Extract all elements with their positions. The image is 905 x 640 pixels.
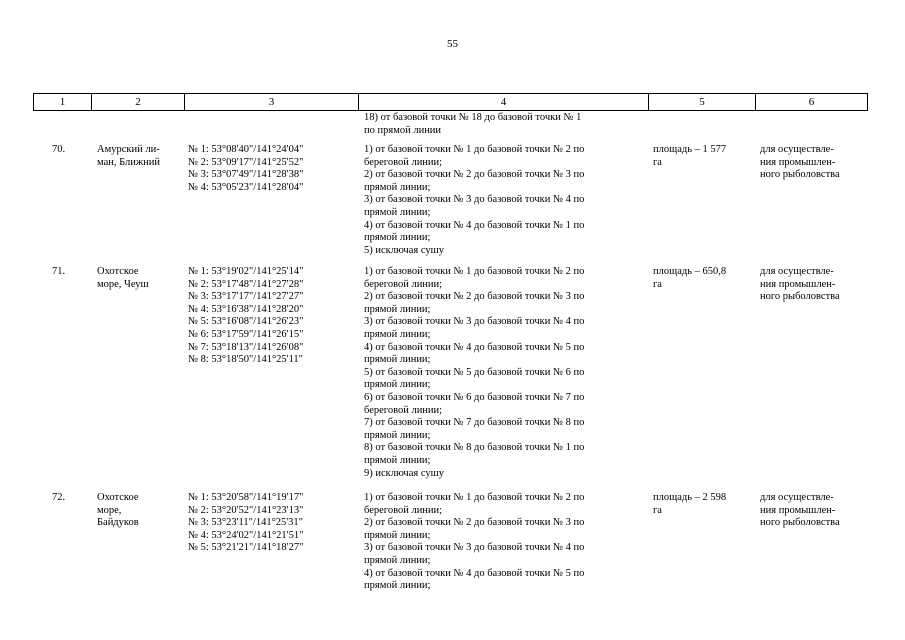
- boundary-description-line: 4) от базовой точки № 4 до базовой точки…: [364, 341, 585, 353]
- area-size: га: [653, 504, 662, 516]
- continuation-line: по прямой линии: [364, 124, 442, 136]
- table-header: 1 2 3 4 5 6: [33, 93, 868, 111]
- page-number: 55: [447, 38, 458, 50]
- base-point-coordinate: № 2: 53°20'52"/141°23'13": [188, 504, 304, 516]
- continuation-line: 18) от базовой точки № 18 до базовой точ…: [364, 112, 582, 123]
- boundary-description-line: 7) от базовой точки № 7 до базовой точки…: [364, 417, 585, 429]
- boundary-description-line: 3) от базовой точки № 3 до базовой точки…: [364, 316, 585, 328]
- boundary-description-line: 5) исключая сушу: [364, 244, 444, 256]
- area-name: море,: [97, 504, 122, 516]
- area-size: площадь – 2 598: [653, 492, 727, 503]
- usage-purpose: ного рыболовства: [760, 169, 840, 181]
- header-col-4: 4: [358, 94, 648, 110]
- usage-purpose: ния промышлен-: [760, 156, 836, 168]
- boundary-description-line: 9) исключая сушу: [364, 467, 444, 479]
- usage-purpose: ния промышлен-: [760, 278, 836, 290]
- boundary-description-line: 3) от базовой точки № 3 до базовой точки…: [364, 194, 585, 206]
- header-col-3: 3: [184, 94, 358, 110]
- boundary-description-line: 1) от базовой точки № 1 до базовой точки…: [364, 144, 585, 155]
- base-point-coordinate: № 8: 53°18'50"/141°25'11": [188, 354, 303, 366]
- usage-purpose: для осуществле-: [760, 492, 834, 503]
- area-name: Амурский ли-: [97, 144, 160, 155]
- row-number: 71.: [52, 266, 66, 277]
- boundary-description-line: 2) от базовой точки № 2 до базовой точки…: [364, 291, 585, 303]
- boundary-description-line: прямой линии;: [364, 329, 431, 340]
- boundary-description-line: прямой линии;: [364, 555, 431, 566]
- header-col-1: 1: [33, 94, 91, 110]
- base-point-coordinate: № 7: 53°18'13"/141°26'08": [188, 341, 304, 353]
- boundary-description-line: 2) от базовой точки № 2 до базовой точки…: [364, 517, 585, 529]
- boundary-description-line: 6) от базовой точки № 6 до базовой точки…: [364, 392, 585, 403]
- boundary-description-line: прямой линии;: [364, 303, 431, 315]
- base-point-coordinate: № 1: 53°19'02"/141°25'14": [188, 266, 304, 277]
- usage-purpose: ного рыболовства: [760, 291, 840, 303]
- boundary-description-line: 4) от базовой точки № 4 до базовой точки…: [364, 567, 585, 579]
- boundary-description-line: 1) от базовой точки № 1 до базовой точки…: [364, 492, 585, 503]
- area-size: га: [653, 156, 662, 168]
- base-point-coordinate: № 4: 53°05'23"/141°28'04": [188, 181, 304, 193]
- area-size: площадь – 1 577: [653, 144, 727, 155]
- boundary-description-line: береговой линии;: [364, 404, 443, 416]
- usage-purpose: ния промышлен-: [760, 504, 836, 516]
- boundary-description-line: 8) от базовой точки № 8 до базовой точки…: [364, 442, 585, 454]
- base-point-coordinate: № 5: 53°21'21"/141°18'27": [188, 542, 304, 554]
- base-point-coordinate: № 1: 53°08'40"/141°24'04": [188, 144, 304, 155]
- base-point-coordinate: № 2: 53°17'48"/141°27'28": [188, 278, 304, 290]
- boundary-description-line: прямой линии;: [364, 455, 431, 466]
- boundary-description-line: прямой линии;: [364, 207, 431, 218]
- row-number: 70.: [52, 144, 66, 155]
- boundary-description-line: 2) от базовой точки № 2 до базовой точки…: [364, 169, 585, 181]
- area-size: га: [653, 278, 662, 290]
- boundary-description-line: прямой линии;: [364, 529, 431, 541]
- boundary-description-line: прямой линии;: [364, 580, 431, 592]
- area-name: Охотское: [97, 266, 139, 277]
- boundary-description-line: прямой линии;: [364, 181, 431, 193]
- base-point-coordinate: № 3: 53°23'11"/141°25'31": [188, 517, 303, 529]
- boundary-description-line: прямой линии;: [364, 354, 431, 366]
- header-col-2: 2: [91, 94, 184, 110]
- header-col-5: 5: [648, 94, 755, 110]
- boundary-description-line: 4) от базовой точки № 4 до базовой точки…: [364, 219, 585, 231]
- boundary-description-line: береговой линии;: [364, 278, 443, 290]
- area-name: Охотское: [97, 492, 139, 503]
- boundary-description-line: 1) от базовой точки № 1 до базовой точки…: [364, 266, 585, 277]
- boundary-description-line: береговой линии;: [364, 156, 443, 168]
- boundary-description-line: береговой линии;: [364, 504, 443, 516]
- area-name: ман, Ближний: [97, 156, 160, 168]
- base-point-coordinate: № 4: 53°24'02"/141°21'51": [188, 529, 304, 541]
- base-point-coordinate: № 3: 53°07'49"/141°28'38": [188, 169, 304, 181]
- boundary-description-line: прямой линии;: [364, 232, 431, 244]
- boundary-description-line: 5) от базовой точки № 5 до базовой точки…: [364, 366, 585, 378]
- boundary-description-line: прямой линии;: [364, 379, 431, 391]
- base-point-coordinate: № 3: 53°17'17"/141°27'27": [188, 291, 304, 303]
- boundary-description-line: 3) от базовой точки № 3 до базовой точки…: [364, 542, 585, 554]
- area-size: площадь – 650,8: [653, 266, 727, 277]
- boundary-description-line: прямой линии;: [364, 429, 431, 441]
- base-point-coordinate: № 4: 53°16'38"/141°28'20": [188, 303, 304, 315]
- area-name: море, Чеуш: [97, 278, 149, 290]
- header-col-6: 6: [755, 94, 868, 110]
- usage-purpose: ного рыболовства: [760, 517, 840, 529]
- base-point-coordinate: № 1: 53°20'58"/141°19'17": [188, 492, 304, 503]
- usage-purpose: для осуществле-: [760, 266, 834, 277]
- base-point-coordinate: № 5: 53°16'08"/141°26'23": [188, 316, 304, 328]
- usage-purpose: для осуществле-: [760, 144, 834, 155]
- row-number: 72.: [52, 492, 66, 503]
- area-name: Байдуков: [97, 517, 139, 529]
- base-point-coordinate: № 2: 53°09'17"/141°25'52": [188, 156, 304, 168]
- base-point-coordinate: № 6: 53°17'59"/141°26'15": [188, 329, 304, 340]
